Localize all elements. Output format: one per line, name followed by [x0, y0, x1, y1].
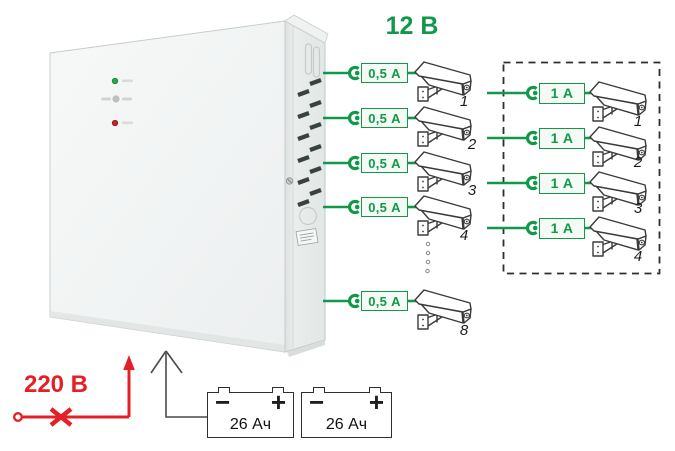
fault-led-caption [122, 121, 133, 125]
battery-terminal-tab [218, 387, 230, 393]
dashed-group-box [502, 61, 661, 275]
mains-terminal-icon [12, 412, 23, 423]
screw-icon [285, 177, 294, 185]
output-voltage-label: 12 В [385, 12, 439, 40]
psu-top-flange [284, 14, 329, 44]
battery-capacity-label: 26 Ач [229, 416, 272, 433]
minus-terminal-label: − [309, 387, 325, 417]
ellipsis-dots [425, 241, 431, 274]
minus-terminal-label: − [215, 387, 231, 417]
camera-number: 3 [467, 182, 477, 199]
plus-terminal-label: + [368, 387, 384, 417]
camera-number: 3 [633, 200, 643, 217]
label-sticker [295, 228, 319, 246]
vent-grille [297, 43, 322, 207]
fuse-box: 1 А [539, 82, 585, 104]
battery-2: − + 26 Ач [301, 387, 392, 438]
plus-terminal-label: + [270, 387, 286, 417]
cable-knockout [298, 206, 318, 226]
camera-number: 2 [467, 136, 477, 153]
fault-led-icon [111, 119, 119, 127]
camera-number: 1 [459, 93, 469, 110]
battery-capacity-label: 26 Ач [325, 416, 368, 433]
output-circuits-left [323, 65, 418, 309]
fuse-box: 0,5 А [361, 291, 408, 311]
camera-number: 2 [633, 154, 643, 171]
psu-front-panel [49, 20, 286, 353]
power-led-caption [122, 79, 133, 83]
mains-voltage-label: 220 В [23, 371, 89, 398]
psu-enclosure [49, 14, 329, 357]
battery-terminal-tab [313, 387, 325, 393]
fuse-box: 0,5 А [361, 63, 408, 83]
battery-terminal-tab [272, 387, 284, 393]
battery-terminal-tab [369, 387, 381, 393]
fuse-box: 1 А [539, 217, 585, 239]
open-arrow-icon [150, 350, 167, 374]
fuse-box: 1 А [539, 127, 585, 149]
brand-logo [101, 95, 132, 103]
break-cross-icon [49, 407, 73, 427]
up-arrow-icon [123, 355, 135, 370]
psu-bottom-edge [50, 311, 285, 352]
camera-number: 1 [633, 113, 643, 130]
fuse-box: 0,5 А [361, 197, 408, 217]
fuse-box: 0,5 А [361, 153, 408, 173]
open-arrow-icon [165, 350, 183, 374]
output-circuits-right [487, 85, 594, 236]
camera-number: 4 [633, 248, 643, 265]
fuse-box: 1 А [539, 172, 585, 194]
battery-1: − + 26 Ач [207, 387, 294, 438]
mains-circuit [12, 355, 135, 427]
camera-number: 4 [459, 227, 469, 244]
battery-link [150, 350, 207, 418]
camera-number: 8 [459, 322, 469, 339]
fuse-box: 0,5 А [361, 108, 408, 128]
power-led-icon [111, 77, 119, 85]
psu-bottom-flange [287, 340, 325, 357]
